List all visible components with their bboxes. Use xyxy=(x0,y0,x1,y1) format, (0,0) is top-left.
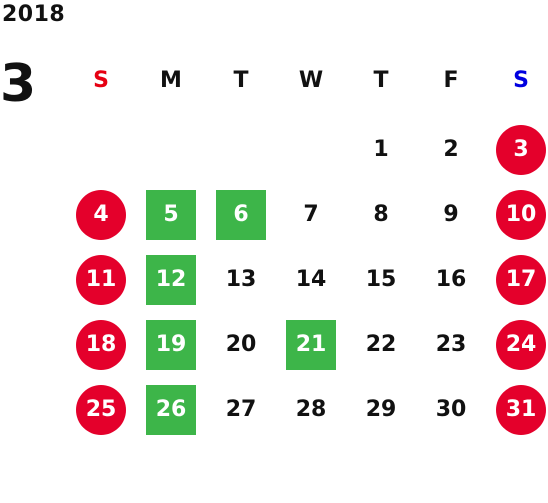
weekday-label: M xyxy=(160,68,182,93)
weekday-label: S xyxy=(93,68,109,93)
calendar-day: 30 xyxy=(435,397,467,422)
calendar-day: 1 xyxy=(373,137,389,162)
calendar-day: 8 xyxy=(373,202,389,227)
calendar-day: 9 xyxy=(443,202,459,227)
calendar-day: 13 xyxy=(225,267,257,292)
calendar-day: 28 xyxy=(295,397,327,422)
calendar-day: 29 xyxy=(365,397,397,422)
highlighted-day-square: 26 xyxy=(146,385,196,435)
holiday-day-circle: 10 xyxy=(496,190,546,240)
highlighted-day-square: 6 xyxy=(216,190,266,240)
calendar-month: 3 xyxy=(0,54,37,114)
holiday-day-circle: 3 xyxy=(496,125,546,175)
highlighted-day-square: 19 xyxy=(146,320,196,370)
weekday-label: F xyxy=(443,68,459,93)
holiday-day-circle: 24 xyxy=(496,320,546,370)
holiday-day-circle: 11 xyxy=(76,255,126,305)
calendar-day: 22 xyxy=(365,332,397,357)
calendar-day: 15 xyxy=(365,267,397,292)
calendar-day: 20 xyxy=(225,332,257,357)
weekday-label: T xyxy=(373,68,389,93)
highlighted-day-square: 5 xyxy=(146,190,196,240)
calendar-year: 2018 xyxy=(2,2,66,27)
holiday-day-circle: 25 xyxy=(76,385,126,435)
holiday-day-circle: 31 xyxy=(496,385,546,435)
weekday-label: W xyxy=(298,68,324,93)
holiday-day-circle: 4 xyxy=(76,190,126,240)
weekday-label: T xyxy=(233,68,249,93)
calendar-day: 27 xyxy=(225,397,257,422)
highlighted-day-square: 21 xyxy=(286,320,336,370)
calendar-day: 7 xyxy=(303,202,319,227)
holiday-day-circle: 18 xyxy=(76,320,126,370)
calendar-day: 16 xyxy=(435,267,467,292)
weekday-label: S xyxy=(513,68,529,93)
holiday-day-circle: 17 xyxy=(496,255,546,305)
calendar-day: 14 xyxy=(295,267,327,292)
calendar-day: 2 xyxy=(443,137,459,162)
calendar-day: 23 xyxy=(435,332,467,357)
highlighted-day-square: 12 xyxy=(146,255,196,305)
